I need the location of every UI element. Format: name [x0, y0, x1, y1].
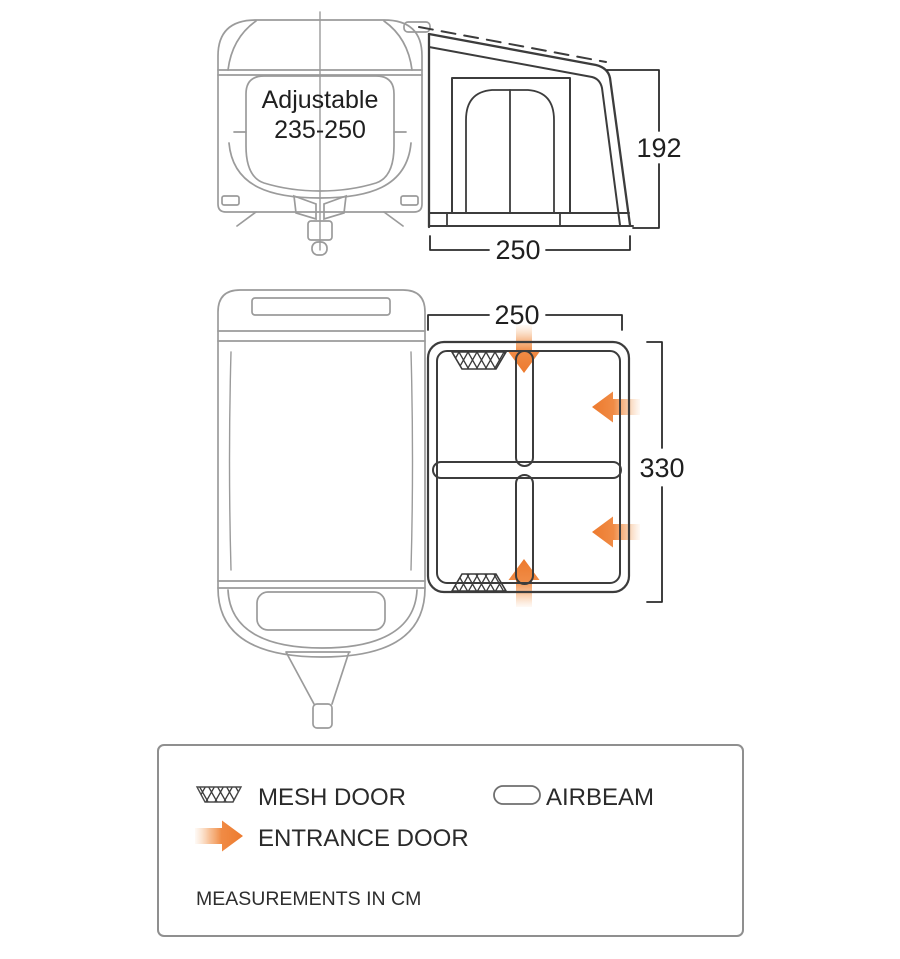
dimension-length-330 — [646, 341, 663, 603]
width-dimension-value: 250 — [494, 300, 539, 330]
awning-adjustable-roof-dashed-line — [418, 26, 607, 63]
mesh-door-bottom-icon — [450, 573, 508, 592]
entrance-door-label: ENTRANCE DOOR — [258, 825, 469, 852]
entrance-door-arrow-top-icon — [508, 325, 540, 373]
caravan-hitch-cap — [311, 241, 328, 256]
height-dimension-value: 192 — [636, 133, 681, 163]
caravan-adjustable-label-line1: Adjustable — [262, 86, 379, 114]
airbeam-lower-fill — [516, 475, 533, 584]
airbeam-upper-icon — [515, 350, 534, 467]
caravan-plan-front-inner-curve — [227, 589, 418, 649]
awning-roof-outer — [427, 32, 632, 227]
measurements-note: MEASUREMENTS IN CM — [196, 888, 421, 910]
airbeam-upper-fill — [516, 351, 533, 466]
awning-plan-view — [426, 325, 640, 607]
legend-border — [157, 744, 744, 937]
caravan-plan-hitch — [312, 703, 333, 729]
airbeam-lower-icon — [515, 474, 534, 585]
awning-side-view — [418, 26, 634, 229]
mesh-door-top-icon — [450, 351, 508, 370]
awning-door-frame — [451, 77, 571, 214]
length-dimension-value: 330 — [639, 453, 684, 483]
awning-rail-clamp — [403, 21, 431, 33]
mesh-door-icon — [195, 786, 243, 803]
caravan-plan-front-wall — [217, 330, 426, 342]
caravan-front-view — [217, 11, 431, 256]
caravan-left-light — [221, 195, 240, 206]
airbeam-middle-icon — [432, 461, 622, 479]
caravan-body-outline — [217, 19, 423, 213]
caravan-body-crease — [228, 142, 412, 199]
depth-dimension-value: 250 — [495, 235, 540, 265]
dimension-depth-250 — [429, 235, 631, 251]
caravan-adjustable-label-line2: 235-250 — [274, 116, 366, 144]
caravan-plan-front-window — [251, 297, 391, 316]
legend-box: MESH DOOR AIRBEAM ENTRANCE DOOR MEASUREM… — [157, 744, 744, 937]
dimension-height-192 — [606, 69, 660, 229]
caravan-plan-gas-locker — [256, 591, 386, 631]
caravan-right-light — [400, 195, 419, 206]
airbeam-icon — [493, 785, 541, 805]
caravan-steady-legs — [236, 211, 404, 227]
caravan-plan-outline — [217, 289, 426, 658]
caravan-plan-inner-lines — [228, 351, 414, 571]
caravan-plan-view — [217, 289, 426, 729]
awning-roof-inner — [428, 46, 621, 226]
caravan-plan-aframe — [285, 651, 351, 705]
airbeam-middle-fill — [433, 462, 621, 478]
entrance-door-arrow-right-lower-icon — [592, 516, 640, 548]
caravan-hitch-wings — [292, 194, 348, 221]
awning-ground-band — [428, 212, 634, 227]
mesh-door-label: MESH DOOR — [258, 784, 406, 811]
caravan-plan-rear-wall — [217, 580, 426, 589]
airbeam-label: AIRBEAM — [546, 784, 654, 811]
awning-plan-outer-wall — [426, 340, 631, 594]
awning-band-ticks — [446, 212, 561, 227]
caravan-hitch-box — [307, 220, 333, 241]
entrance-door-arrow-right-upper-icon — [592, 391, 640, 423]
dimension-width-250 — [427, 314, 623, 331]
caravan-corner-curves — [227, 20, 413, 71]
caravan-front-window — [245, 75, 395, 192]
